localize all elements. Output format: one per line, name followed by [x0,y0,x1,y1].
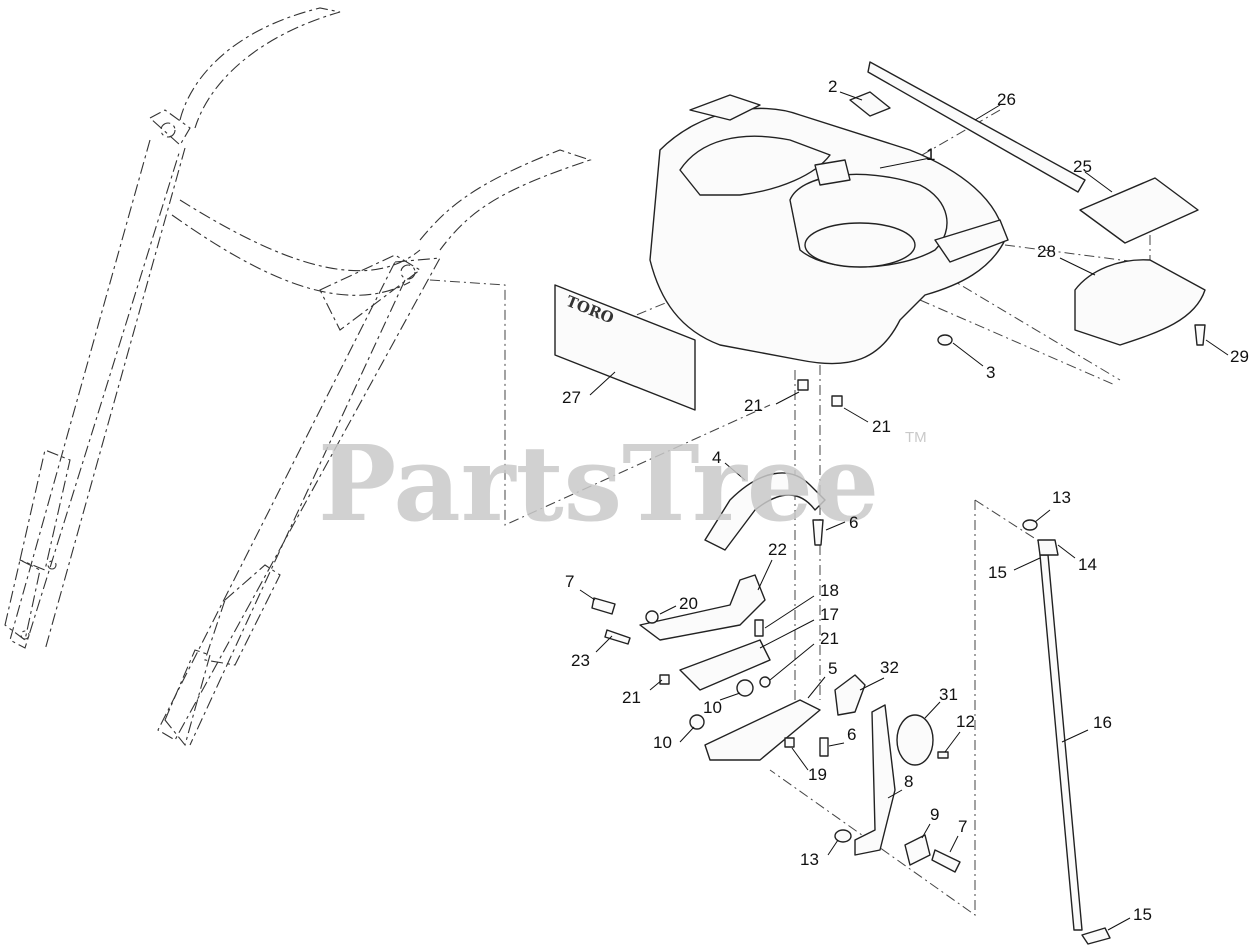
part-13-washer [834,829,852,843]
part-23-screw [604,629,631,645]
callout-10: 10 [653,733,672,752]
part-3-washer [937,334,953,346]
callout-20: 20 [679,594,698,613]
callout-21: 21 [872,417,891,436]
part-32-knob [834,674,866,716]
callout-21: 21 [744,396,763,415]
watermark: PartsTree [318,422,879,545]
part-6-bolt [812,519,824,546]
part-13-washer [1022,519,1038,531]
callout-14: 14 [1078,555,1097,574]
callout-29: 29 [1230,347,1249,366]
part-21-nut [659,674,670,685]
callout-10: 10 [703,698,722,717]
callout-4: 4 [712,448,721,467]
part-25-decal [1079,177,1199,244]
handle-frame [4,7,592,747]
part-7-pin [591,597,616,615]
housing-cover [649,94,1009,365]
part-10-spacer [689,714,705,730]
part-14-clip [1037,539,1059,556]
callout-28: 28 [1037,242,1056,261]
callout-5: 5 [828,659,837,678]
callout-8: 8 [904,772,913,791]
part-20-spacer [645,610,659,624]
part-8-lever-arm [854,704,896,856]
callout-15: 15 [1133,905,1152,924]
part-26-strip [867,61,1086,193]
part-2-plug [849,91,891,117]
callouts: 1 2 26 25 28 29 3 27 21 21 4 6 22 7 20 1… [562,77,1249,924]
callout-19: 19 [808,765,827,784]
part-19-nut [784,737,795,748]
part-15-clip [1081,927,1111,945]
callout-13: 13 [800,850,819,869]
part-29-screw [1194,324,1206,346]
callout-16: 16 [1093,713,1112,732]
leader-lines [579,91,1229,931]
part-10-spacer [736,679,754,697]
callout-3: 3 [986,363,995,382]
callout-15: 15 [988,563,1007,582]
callout-12: 12 [956,712,975,731]
callout-26: 26 [997,90,1016,109]
part-22-lever [639,574,766,641]
callout-25: 25 [1073,157,1092,176]
part-21-nut [797,379,809,391]
part-4-bracket [704,472,826,551]
part-6-bolt [819,737,829,757]
callout-2: 2 [828,77,837,96]
part-18-bolt [754,619,764,637]
callout-17: 17 [820,605,839,624]
callout-7: 7 [958,817,967,836]
callout-18: 18 [820,581,839,600]
callout-7: 7 [565,572,574,591]
callout-31: 31 [939,685,958,704]
part-5-plate [704,699,821,761]
watermark-tm: TM [905,429,927,446]
callout-22: 22 [768,540,787,559]
callout-13: 13 [1052,488,1071,507]
callout-21: 21 [622,688,641,707]
part-9-spring [904,834,931,866]
callout-32: 32 [880,658,899,677]
part-bracket [679,639,771,691]
part-21-nut [759,676,771,688]
callout-6: 6 [847,725,856,744]
callout-27: 27 [562,388,581,407]
part-28-cover-plate [1074,259,1206,346]
callout-23: 23 [571,651,590,670]
part-16-rod [1039,554,1083,931]
part-31-knob [896,714,934,766]
part-12-screw [937,751,949,759]
part-7-pin [931,849,961,873]
callout-6: 6 [849,513,858,532]
callout-9: 9 [930,805,939,824]
part-21-nut [831,395,843,407]
callout-1: 1 [926,145,935,164]
callout-21: 21 [820,629,839,648]
